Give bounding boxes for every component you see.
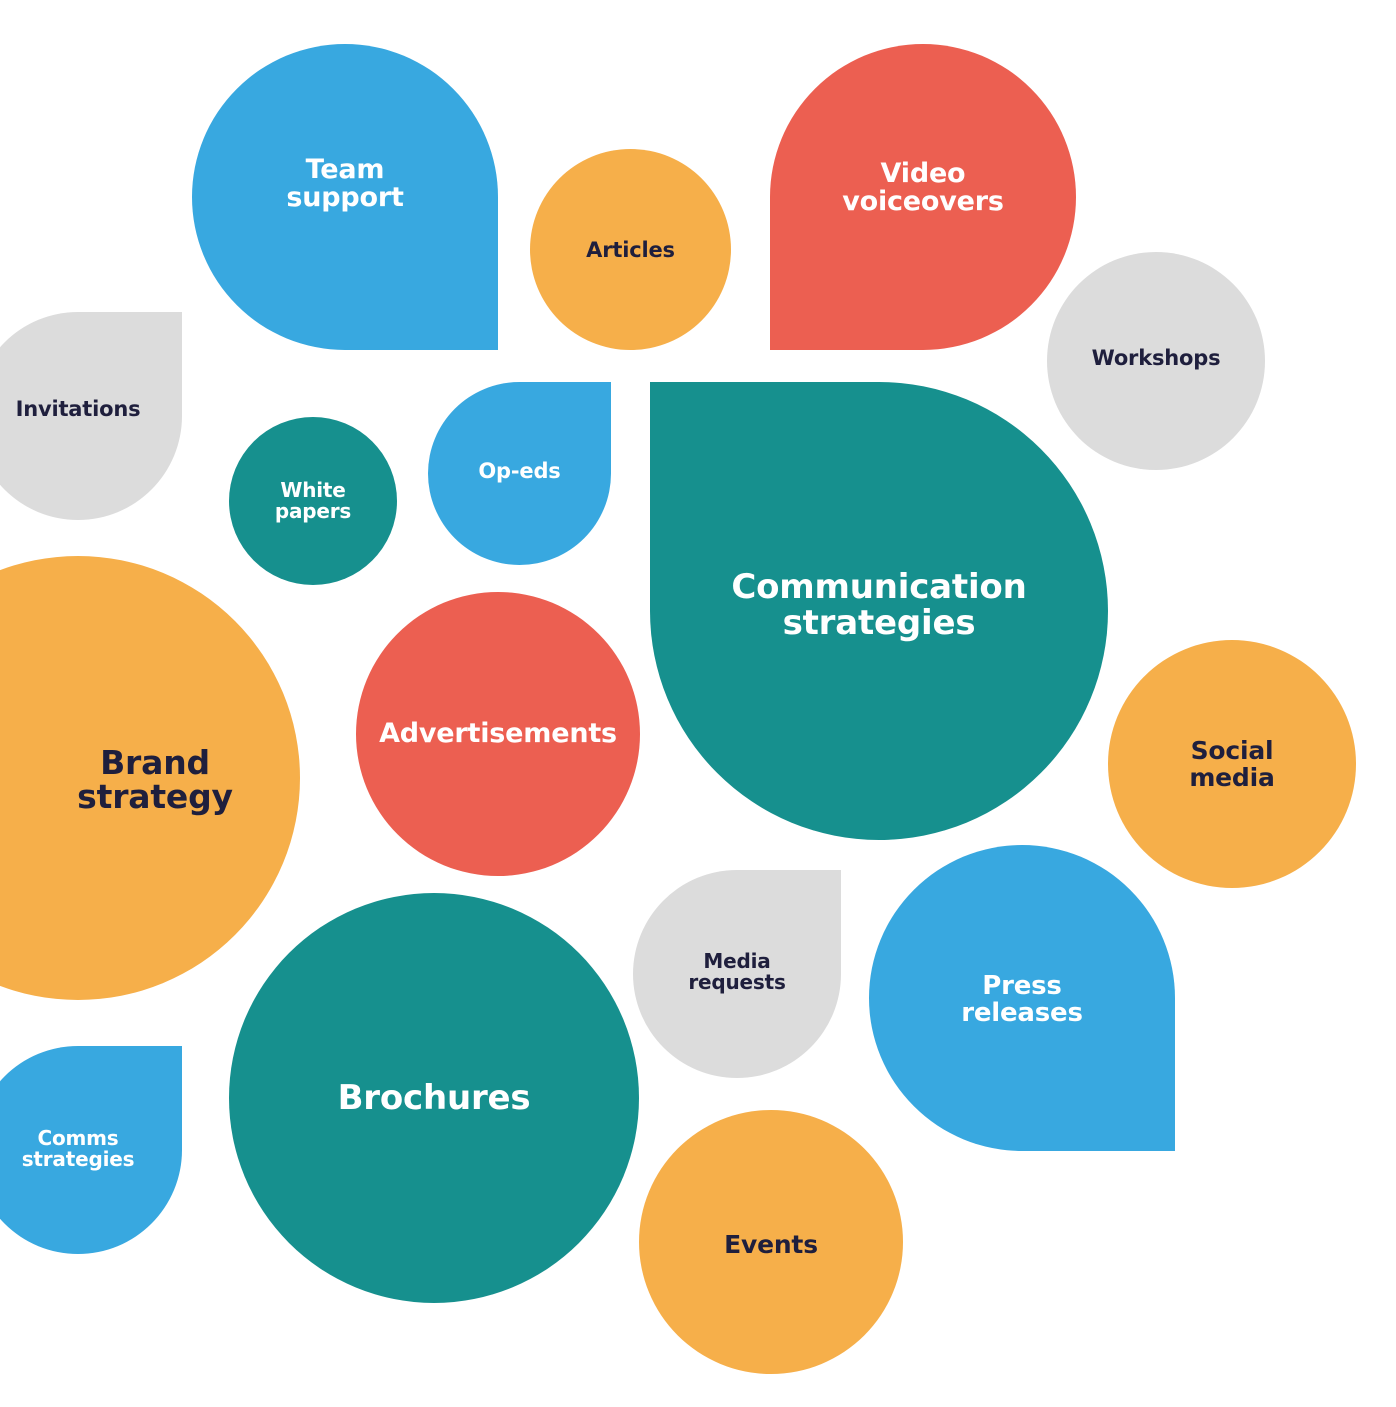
bubble-op-eds[interactable]: Op-eds bbox=[428, 382, 611, 565]
bubble-label: Advertisements bbox=[379, 718, 617, 749]
bubble-label: Invitations bbox=[15, 397, 141, 421]
bubble-label: Media requests bbox=[688, 949, 786, 994]
bubble-label: Press releases bbox=[961, 971, 1083, 1028]
bubble-white-papers[interactable]: White papers bbox=[229, 417, 397, 585]
bubble-label: Op-eds bbox=[478, 458, 561, 483]
bubble-brochures[interactable]: Brochures bbox=[229, 893, 639, 1303]
bubble-label: Team support bbox=[286, 154, 404, 213]
bubble-invitations[interactable]: Invitations bbox=[0, 312, 182, 520]
bubble-workshops[interactable]: Workshops bbox=[1047, 252, 1265, 470]
bubble-label: Workshops bbox=[1091, 346, 1221, 370]
bubble-events[interactable]: Events bbox=[639, 1110, 903, 1374]
bubble-label: Articles bbox=[586, 237, 675, 262]
bubble-label: Comms strategies bbox=[21, 1126, 135, 1171]
bubble-label: Events bbox=[724, 1230, 818, 1259]
bubble-articles[interactable]: Articles bbox=[530, 149, 731, 350]
bubble-label: White papers bbox=[274, 478, 352, 523]
bubble-media-requests[interactable]: Media requests bbox=[633, 870, 841, 1078]
bubble-label: Video voiceovers bbox=[842, 158, 1004, 217]
bubble-team-support[interactable]: Team support bbox=[192, 44, 498, 350]
bubble-label: Social media bbox=[1189, 736, 1275, 792]
bubble-label: Brochures bbox=[337, 1078, 531, 1118]
bubble-advertisements[interactable]: Advertisements bbox=[356, 592, 640, 876]
bubble-social-media[interactable]: Social media bbox=[1108, 640, 1356, 888]
bubble-video-voiceovers[interactable]: Video voiceovers bbox=[770, 44, 1076, 350]
bubble-comms-strategies[interactable]: Comms strategies bbox=[0, 1046, 182, 1254]
bubble-brand-strategy[interactable]: Brand strategy bbox=[0, 556, 300, 1000]
bubble-communication-strategies[interactable]: Communication strategies bbox=[650, 382, 1108, 840]
bubble-press-releases[interactable]: Press releases bbox=[869, 845, 1175, 1151]
bubble-label: Brand strategy bbox=[77, 743, 233, 816]
bubble-label: Communication strategies bbox=[731, 567, 1027, 643]
